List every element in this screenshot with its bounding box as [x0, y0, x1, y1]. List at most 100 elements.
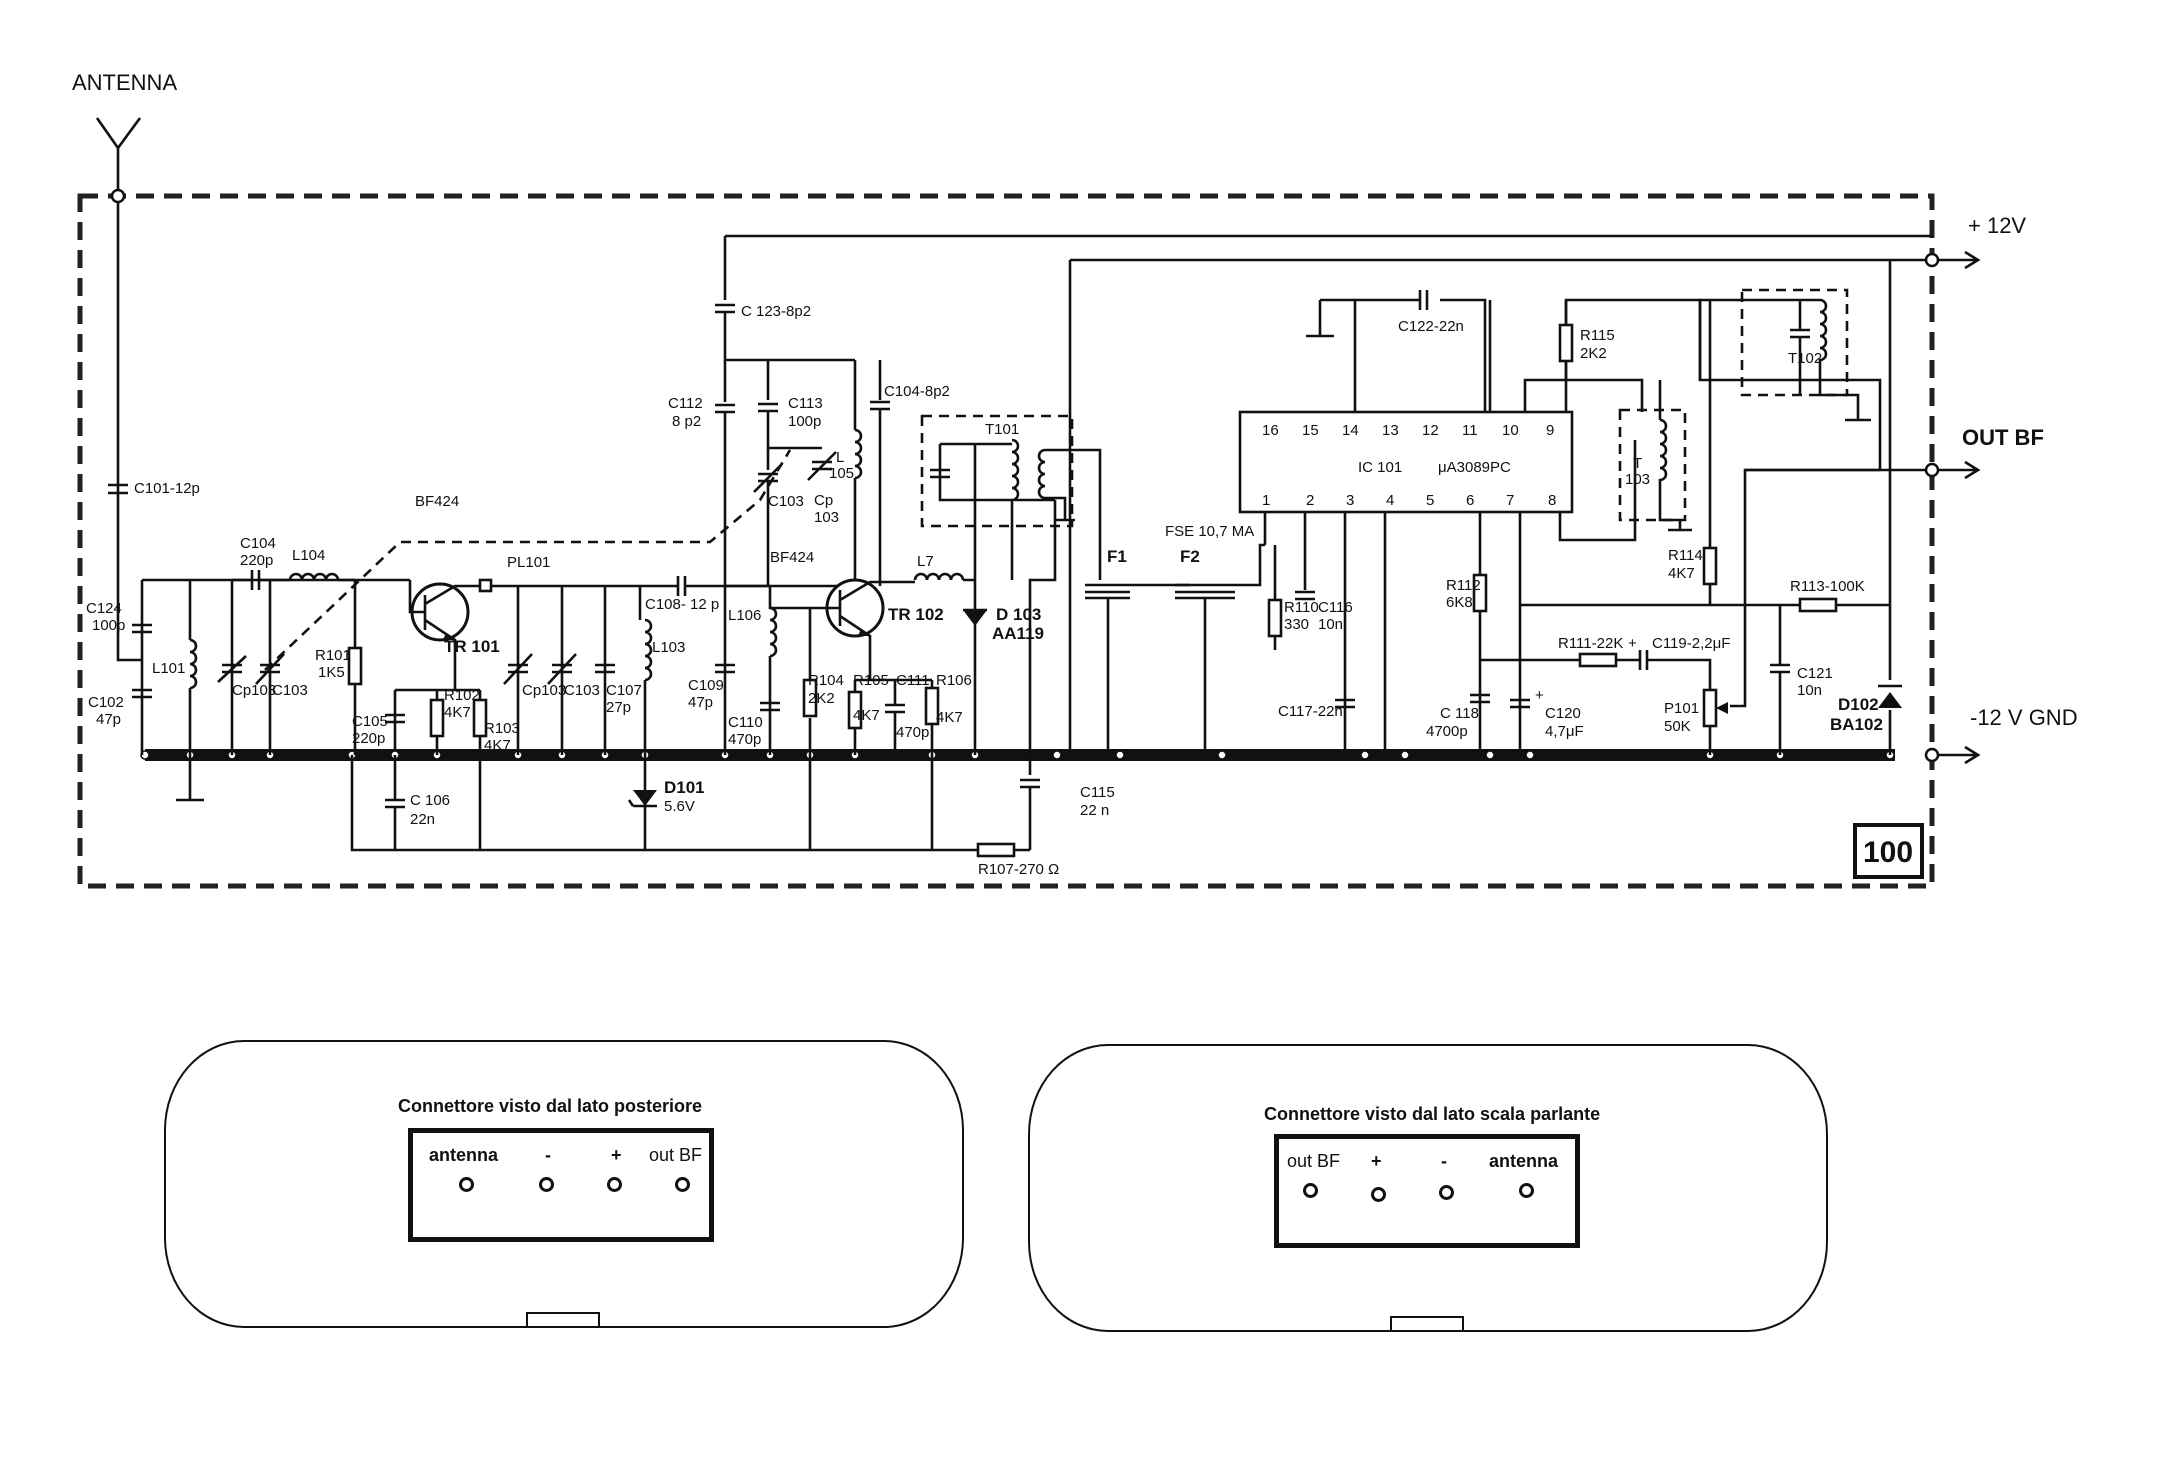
c119-plus: +	[1628, 635, 1637, 652]
r106-value: 4K7	[936, 709, 963, 726]
c111-label: C111	[896, 672, 930, 689]
c109-label: C109	[688, 677, 724, 694]
l7-label: L7	[917, 553, 934, 570]
capacitor-icon-c105	[385, 713, 405, 724]
svg-text:6: 6	[1466, 492, 1474, 509]
r112-label: R112	[1446, 577, 1481, 594]
board-outline	[77, 193, 1935, 889]
p101-label: P101	[1664, 700, 1699, 717]
c104-value: 220p	[240, 552, 273, 569]
c123-label: C 123-8p2	[741, 303, 811, 320]
capacitor-icon-c108	[676, 576, 687, 596]
resistor-icon-r105	[847, 690, 863, 730]
capacitor-icon-c115	[1020, 778, 1040, 789]
d103-value: AA119	[992, 624, 1044, 643]
c113-label: C113	[788, 395, 823, 412]
capacitor-icon-t101c	[930, 468, 950, 479]
svg-text:4: 4	[1386, 492, 1394, 509]
c112-value: 8 p2	[672, 413, 701, 430]
capacitor-icon-c116	[1295, 590, 1315, 601]
r101-label: R101	[315, 647, 351, 664]
inductor-icon-t103	[1658, 418, 1680, 522]
inductor-icon-t102	[1700, 298, 1871, 422]
c120-plus: +	[1535, 687, 1544, 704]
r102-label: R102	[444, 687, 480, 704]
capacitor-icon-c104b	[870, 400, 890, 411]
transistor-icon-tr102	[805, 578, 885, 680]
svg-text:13: 13	[1382, 422, 1399, 439]
t103-value: 103	[1625, 471, 1650, 488]
filter-icon-f2	[1175, 583, 1235, 755]
svg-text:12: 12	[1422, 422, 1439, 439]
rear-pin-label-outbf: out BF	[649, 1145, 703, 1165]
resistor-icon-r112	[1472, 573, 1488, 613]
r105-label: R105	[853, 672, 889, 689]
capacitor-icon-cp103a	[217, 655, 247, 683]
r110-value: 330	[1284, 616, 1309, 633]
d101-label: D101	[664, 778, 705, 797]
l101-label: L101	[152, 660, 185, 677]
t101-label: T101	[985, 421, 1019, 438]
connector-front-title: Connettore visto dal lato scala parlante	[1264, 1104, 1601, 1124]
c112-label: C112	[668, 395, 703, 412]
capacitor-icon-c103b	[547, 653, 577, 685]
filter-icon-f1	[1085, 583, 1130, 755]
r114-label: R114	[1668, 547, 1703, 564]
c116-value: 10n	[1318, 616, 1343, 633]
cp103c-label: Cp	[814, 492, 833, 509]
schematic-diagram: 100 ANTENNA C101-12p C124 100p C102 47p …	[72, 70, 2078, 889]
outbf-label: OUT BF	[1962, 425, 2044, 450]
c121-value: 10n	[1797, 682, 1822, 699]
f2-label: F2	[1180, 547, 1200, 566]
connector-terminal-icon-plus12	[1924, 250, 1981, 270]
inductor-icon-l104	[288, 572, 355, 582]
rear-pin-plus	[607, 1177, 622, 1192]
connector-front-outline: Connettore visto dal lato scala parlante…	[1028, 1044, 1828, 1332]
t101-shield	[920, 414, 1074, 528]
c103b-label: C103	[564, 682, 600, 699]
t103-label: T	[1633, 455, 1642, 472]
diode-icon-d103	[963, 608, 987, 626]
svg-text:14: 14	[1342, 422, 1359, 439]
r103-label: R103	[484, 720, 520, 737]
c120-label: C120	[1545, 705, 1581, 722]
connector-rear-outline: Connettore visto dal lato posteriore ant…	[164, 1040, 964, 1328]
svg-text:1: 1	[1262, 492, 1270, 509]
front-pin-label-antenna: antenna	[1489, 1151, 1559, 1171]
inductor-icon-l103	[643, 618, 653, 755]
d103-label: D 103	[996, 605, 1041, 624]
ic101-bottom-pins: 1 2 3 4 5 6 7 8	[1262, 492, 1556, 509]
c124-label: C124	[86, 600, 122, 617]
front-pin-label-minus: -	[1441, 1151, 1447, 1171]
svg-text:100: 100	[1863, 836, 1913, 869]
svg-text:7: 7	[1506, 492, 1514, 509]
r114-value: 4K7	[1668, 565, 1695, 582]
antenna-label: ANTENNA	[72, 70, 177, 95]
r101-value: 1K5	[318, 664, 345, 681]
ic101-top-pins: 16 15 14 13 12 11 10 9	[1262, 422, 1554, 439]
capacitor-icon-c123	[715, 303, 735, 314]
rear-pin-minus	[539, 1177, 554, 1192]
c120-value: 4,7μF	[1545, 723, 1584, 740]
resistor-icon-r110	[1267, 598, 1283, 638]
connector-front-tab	[1390, 1316, 1464, 1330]
svg-text:10: 10	[1502, 422, 1519, 439]
r115-value: 2K2	[1580, 345, 1607, 362]
d101-value: 5.6V	[664, 798, 695, 815]
capacitor-icon-cp103c	[807, 451, 837, 481]
c107-label: C107	[606, 682, 642, 699]
resistor-icon-r104	[802, 678, 818, 718]
c115-label: C115	[1080, 784, 1115, 801]
c115-value: 22 n	[1080, 802, 1109, 819]
tr102-label: TR 102	[888, 605, 944, 624]
c103a-label: C103	[272, 682, 308, 699]
diode-icon-d102	[1878, 260, 1902, 755]
bf424-label-b: BF424	[770, 549, 814, 566]
f1-label: F1	[1107, 547, 1127, 566]
front-pin-minus	[1439, 1185, 1454, 1200]
inductor-icon-t101	[938, 438, 1102, 580]
l105-label: L	[836, 449, 844, 466]
capacitor-icon-cp103b	[503, 653, 533, 685]
connector-rear-title: Connettore visto dal lato posteriore	[398, 1096, 703, 1116]
ic101-part: μA3089PC	[1438, 459, 1511, 476]
